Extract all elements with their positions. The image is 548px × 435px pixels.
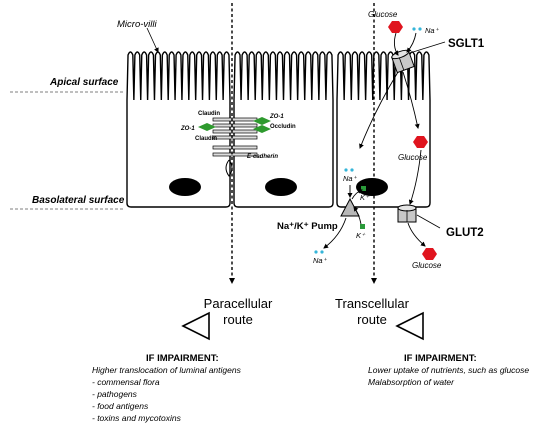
k-plus-upper-label: K⁺ [360,193,370,202]
cell-middle [233,51,334,208]
cell-right [336,51,431,208]
micro-villi-pointer [146,27,159,53]
sglt1-entry-arrow [393,32,399,56]
glut2-transporter [397,204,417,223]
glucose-top-icon [388,21,403,33]
nucleus-left [169,178,201,196]
na-k-pump-label: Na⁺/K⁺ Pump [277,221,338,232]
glucose-top-label: Glucose [368,10,398,19]
sglt1-pointer [412,41,446,53]
occludin-bar-1 [212,123,258,128]
impairment-left-line: - commensal flora [92,377,160,387]
zo1-right-shape [253,117,271,125]
na-bottom-label: Na⁺ [313,256,328,265]
impairment-left-heading: IF IMPAIRMENT: [146,353,219,364]
glut2-exit-arrow [407,222,426,247]
adherens-bar-2 [212,152,258,157]
sodium-dot-bottom-2 [320,250,324,254]
pump-k-in-arrow [353,206,362,225]
na-top-label: Na⁺ [425,26,440,35]
sodium-dot-mid-1 [344,168,348,172]
micro-villi-label: Micro-villi [117,19,157,30]
glucose-bottom-label: Glucose [412,261,442,270]
claudin-top-label: Claudin [198,111,220,117]
nucleus-middle [265,178,297,196]
glut2-pointer [416,214,441,229]
impairment-left-block: IF IMPAIRMENT: Higher translocation of l… [92,353,242,423]
basolateral-surface-label: Basolateral surface [32,195,125,206]
transcellular-triangle-icon [395,311,424,341]
sodium-dot-top-1 [412,27,416,31]
sglt1-entry-arrow-na [406,32,417,53]
glut2-label: GLUT2 [446,227,484,239]
impairment-right-block: IF IMPAIRMENT: Lower uptake of nutrients… [368,353,529,387]
sodium-dot-mid-2 [350,168,354,172]
desmosome [225,159,233,177]
adherens-bar-1 [212,145,258,150]
sglt1-exit-arrow-glucose [402,71,420,129]
claudin-bar-1 [212,117,258,122]
glucose-mid-label: Glucose [398,153,428,162]
sodium-dot-bottom-1 [314,250,318,254]
sglt1-exit-arrow-na [359,71,399,149]
occludin-label: Occludin [270,124,296,130]
epithelial-cells [126,51,431,208]
k-plus-lower-label: K⁺ [356,231,366,240]
zo1-left-shape [198,123,216,131]
impairment-left-line: - toxins and mycotoxins [92,413,182,423]
pump-na-out-arrow [323,217,347,249]
glucose-bottom-icon [422,248,437,260]
impairment-left-line: - food antigens [92,401,149,411]
impairment-right-line: Malabsorption of water [368,377,455,387]
claudin-bar-2 [212,135,258,140]
e-cadherin-label: E-cadherin [247,154,278,160]
zo1-left-label: ZO-1 [180,126,195,132]
claudin-bottom-label: Claudin [195,136,217,142]
sglt1-label: SGLT1 [448,38,485,50]
cell-left [126,51,231,208]
transcellular-title-line1: Transcellular [335,296,410,311]
paracellular-title-line1: Paracellular [204,296,273,311]
apical-surface-label: Apical surface [49,77,119,88]
impairment-right-line: Lower uptake of nutrients, such as gluco… [368,365,529,375]
transcellular-title-line2: route [357,312,387,327]
zo1-right-shape-2 [253,125,271,133]
sglt1-transporter [391,49,415,74]
paracellular-title-line2: route [223,312,253,327]
pump-k-out-arrow [351,188,363,200]
impairment-right-heading: IF IMPAIRMENT: [404,353,477,364]
impairment-left-line: - pathogens [92,389,138,399]
nucleus-right [356,178,388,196]
zo1-right-label: ZO-1 [269,114,284,120]
potassium-square-lower [360,224,365,229]
impairment-left-line: Higher translocation of luminal antigens [92,365,242,375]
na-mid-label: Na⁺ [343,174,358,183]
glucose-mid-icon [413,136,428,148]
tight-junction [198,117,271,177]
glut2-entry-arrow [408,149,422,205]
sodium-dot-top-2 [418,27,422,31]
paracellular-triangle-icon [181,311,210,341]
potassium-square-upper [361,186,366,191]
occludin-bar-2 [212,129,258,134]
